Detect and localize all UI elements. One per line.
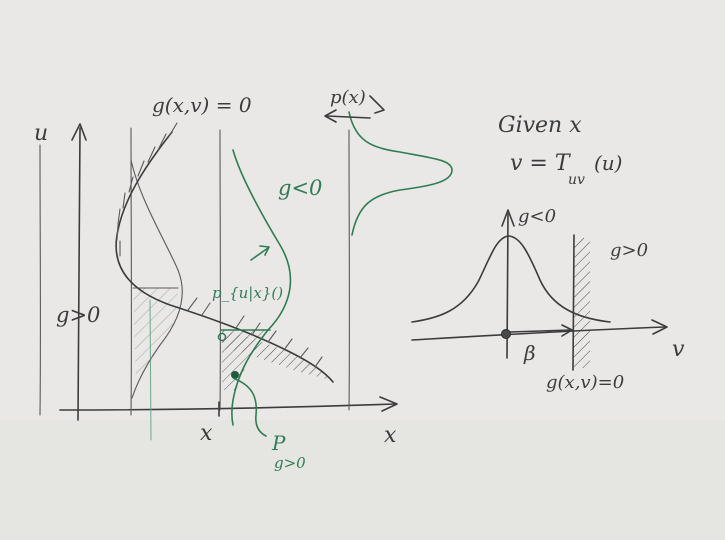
conditional-pdf-curve bbox=[231, 149, 292, 426]
limit-state-line bbox=[572, 234, 575, 371]
v-axis bbox=[411, 326, 666, 341]
conditional-pdf-leader bbox=[250, 247, 269, 261]
transform-argument: (u) bbox=[594, 151, 623, 175]
px-arrow-head bbox=[324, 109, 337, 123]
pdf-gray-hatched-area bbox=[133, 288, 179, 384]
standard-normal-curve bbox=[411, 235, 611, 323]
v-axis-label: v bbox=[672, 337, 685, 362]
region-label-safe: g<0 bbox=[278, 176, 322, 200]
u-axis-arrowhead bbox=[71, 123, 87, 141]
px-squiggle bbox=[369, 95, 385, 114]
region-label-fail: g>0 bbox=[56, 303, 100, 327]
limit-state-hatch bbox=[574, 238, 590, 368]
x-axis-label: x bbox=[384, 423, 397, 448]
origin-point bbox=[501, 329, 511, 339]
given-label: Given x bbox=[498, 113, 582, 138]
u-axis-label: u bbox=[34, 121, 48, 146]
failure-prob-dot bbox=[231, 371, 239, 379]
region-label-fail-right: g>0 bbox=[610, 240, 648, 261]
limit-state-curve bbox=[115, 131, 334, 383]
beta-dimension-arrowhead bbox=[561, 324, 573, 337]
conditional-pdf-label: p_{u|x}() bbox=[212, 284, 283, 302]
region-label-safe-right: g<0 bbox=[518, 206, 556, 227]
limit-state-hatch bbox=[116, 122, 323, 368]
beta-label: β bbox=[523, 341, 536, 365]
v-axis-arrowhead bbox=[651, 319, 668, 335]
transform-label: v = T bbox=[510, 151, 572, 176]
left-plot: u x x g(x,v) = 0 g<0 g>0 p(x) p_{u|x}() … bbox=[34, 87, 453, 472]
px-label: p(x) bbox=[330, 87, 366, 108]
conditional-pdf-leader-arrowhead bbox=[259, 245, 270, 256]
limit-state-label-right: g(x,v)=0 bbox=[546, 372, 624, 393]
failure-prob-subscript: g>0 bbox=[274, 454, 306, 472]
paper-shadow bbox=[0, 420, 725, 540]
x-axis-arrowhead bbox=[379, 396, 398, 412]
limit-state-label: g(x,v) = 0 bbox=[152, 93, 252, 117]
transform-subscript: uv bbox=[568, 172, 585, 188]
failure-prob-leader bbox=[234, 378, 267, 437]
px-arrow-shaft bbox=[326, 115, 371, 119]
intersection-point bbox=[217, 332, 227, 342]
failure-prob-label: P bbox=[271, 431, 286, 455]
x-tick-label: x bbox=[200, 421, 213, 446]
u-axis bbox=[77, 127, 81, 421]
beta-dimension bbox=[509, 329, 572, 333]
right-plot: Given x v = T uv (u) g<0 g>0 v β g(x,v)=… bbox=[411, 113, 685, 393]
px-pdf-curve bbox=[348, 111, 453, 236]
vertical-axis-arrowhead bbox=[501, 209, 515, 227]
